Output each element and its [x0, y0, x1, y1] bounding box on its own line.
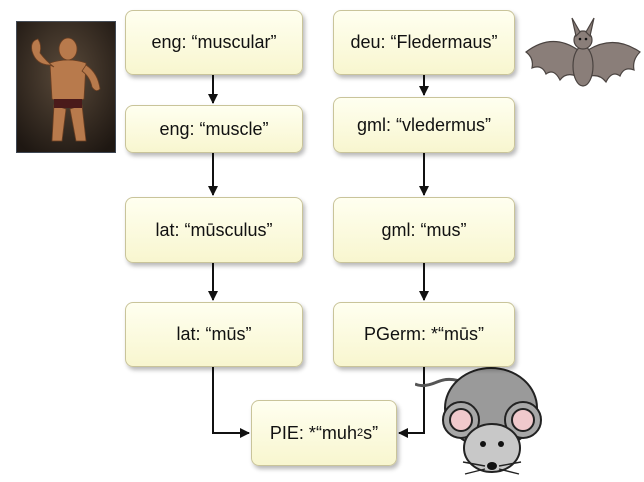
node-gml-mus: gml: “mus”: [333, 197, 515, 263]
pie-label-suffix: s”: [363, 422, 379, 443]
node-eng-muscle: eng: “muscle”: [125, 105, 303, 153]
edge-latmus-pie: [212, 367, 250, 438]
node-lat-mus: lat: “mūs”: [125, 302, 303, 367]
node-deu-fledermaus: deu: “Fledermaus”: [333, 10, 515, 75]
edge-pgerm-pie: [398, 367, 425, 438]
pie-label-subscript: 2: [356, 427, 364, 439]
bodybuilder-image: [16, 21, 116, 153]
node-eng-muscular: eng: “muscular”: [125, 10, 303, 75]
bat-image: [525, 17, 641, 87]
mouse-image: [415, 367, 542, 475]
node-pgerm-mus: PGerm: *“mūs”: [333, 302, 515, 367]
pie-label-prefix: PIE: *“muh: [269, 422, 357, 443]
node-gml-vledermus: gml: “vledermus”: [333, 97, 515, 153]
node-lat-musculus: lat: “mūsculus”: [125, 197, 303, 263]
